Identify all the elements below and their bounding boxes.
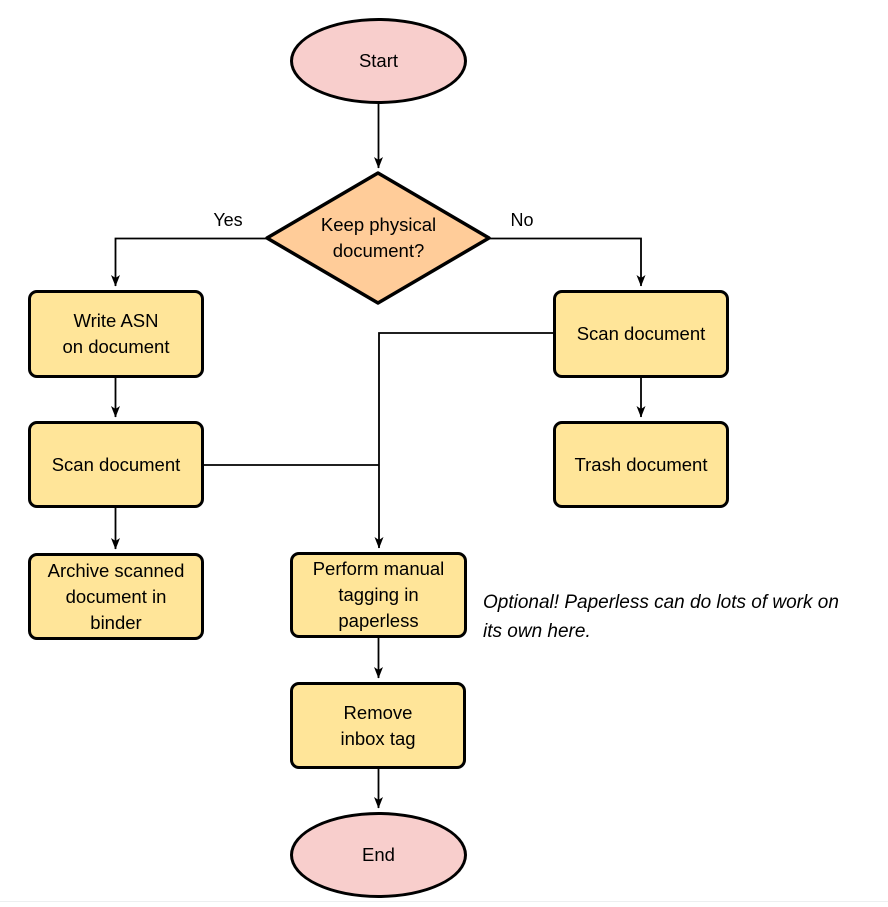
- process-remove-inbox-tag: Remove inbox tag: [290, 682, 466, 769]
- process-write-asn: Write ASN on document: [28, 290, 204, 378]
- connector-scan-right-to-tagging: [374, 332, 553, 549]
- start-label: Start: [358, 50, 399, 71]
- edge-label-yes: Yes: [213, 210, 243, 230]
- start-node: Start: [290, 18, 467, 104]
- process-trash-document: Trash document: [553, 421, 729, 508]
- edge-label-no: No: [510, 210, 534, 230]
- connector-decision-no-to-scan-right: [489, 237, 646, 287]
- decision-label: Keep physical document?: [320, 214, 437, 261]
- process-trash-document-label: Trash document: [574, 453, 708, 475]
- process-scan-document-left: Scan document: [28, 421, 204, 508]
- page-bottom-rule: [0, 901, 888, 902]
- optional-annotation: Optional! Paperless can do lots of work …: [483, 592, 839, 642]
- process-manual-tagging: Perform manual tagging in paperless: [290, 552, 467, 638]
- process-scan-document-right: Scan document: [553, 290, 729, 378]
- process-archive-document-label: Archive scanned document in binder: [47, 559, 185, 633]
- end-label: End: [362, 844, 395, 865]
- process-archive-document: Archive scanned document in binder: [28, 553, 204, 640]
- process-scan-document-left-label: Scan document: [51, 453, 181, 475]
- end-node: End: [290, 812, 467, 898]
- decision-diamond-shape: [265, 171, 491, 305]
- process-remove-inbox-tag-label: Remove inbox tag: [340, 701, 416, 749]
- process-write-asn-label: Write ASN on document: [62, 310, 170, 357]
- connector-decision-yes-to-write-asn: [111, 237, 266, 287]
- process-scan-document-right-label: Scan document: [576, 323, 706, 344]
- process-manual-tagging-label: Perform manual tagging in paperless: [312, 558, 445, 631]
